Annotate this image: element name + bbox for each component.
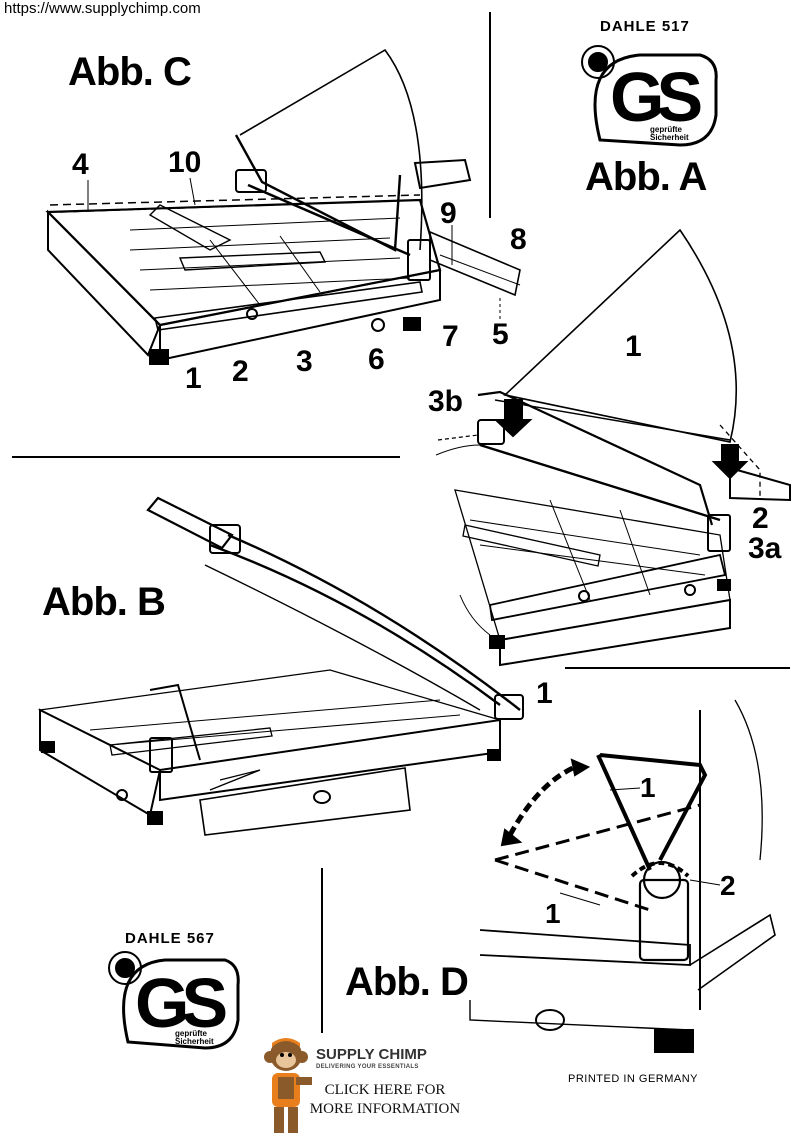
callout-c-1: 1 — [185, 362, 202, 395]
callout-a-3a: 3a — [748, 532, 782, 565]
gs-sub-line2-top: Sicherheit — [650, 133, 689, 142]
monkey-mascot-icon — [264, 1038, 312, 1133]
gs-sub-line2-bottom: Sicherheit — [175, 1037, 214, 1046]
figure-label-b: Abb. B — [42, 580, 166, 624]
model-name-567: DAHLE 567 — [125, 930, 215, 947]
printed-in-note: PRINTED IN GERMANY — [568, 1073, 699, 1085]
promo-cta-link[interactable]: CLICK HERE FOR MORE INFORMATION — [300, 1081, 470, 1119]
callout-c-10: 10 — [168, 146, 202, 179]
gs-mark-top — [581, 45, 718, 147]
callout-d-1-bottom: 1 — [545, 898, 561, 929]
promo-cta-line1: CLICK HERE FOR — [324, 1082, 446, 1098]
gs-letters-top: GS — [610, 58, 703, 136]
cutter-abb-c — [45, 48, 521, 365]
promo-brand: SUPPLY CHIMP — [316, 1046, 427, 1063]
callout-d-1-top: 1 — [640, 772, 656, 803]
promo-tagline: DELIVERING YOUR ESSENTIALS — [316, 1064, 419, 1070]
cutter-abb-b — [37, 496, 524, 836]
callout-a-3b: 3b — [428, 385, 464, 418]
callout-a-2: 2 — [752, 502, 769, 535]
callout-d-2: 2 — [720, 870, 736, 901]
gs-letters-bottom: GS — [135, 964, 228, 1042]
callout-c-3: 3 — [296, 345, 313, 378]
model-name-517: DAHLE 517 — [600, 18, 690, 35]
figure-label-a: Abb. A — [585, 155, 707, 199]
callout-a-1: 1 — [625, 330, 642, 363]
source-url[interactable]: https://www.supplychimp.com — [4, 0, 201, 17]
gs-sub-line1-top: geprüfte — [650, 125, 682, 134]
callout-c-6: 6 — [368, 343, 385, 376]
figure-label-c: Abb. C — [68, 50, 192, 94]
figure-label-d: Abb. D — [345, 960, 469, 1004]
callout-c-9: 9 — [440, 197, 457, 230]
callout-c-8: 8 — [510, 223, 527, 256]
callout-c-4: 4 — [72, 148, 89, 181]
detail-abb-d — [469, 699, 776, 1053]
promo-banner[interactable] — [256, 1033, 470, 1139]
gs-sub-line1-bottom: geprüfte — [175, 1029, 207, 1038]
promo-cta-line2: MORE INFORMATION — [309, 1101, 461, 1117]
cutter-abb-a — [435, 228, 791, 667]
callout-c-7: 7 — [442, 320, 459, 353]
callout-c-2: 2 — [232, 355, 249, 388]
callout-b-1: 1 — [536, 677, 553, 710]
gs-mark-bottom — [108, 951, 240, 1050]
callout-c-5: 5 — [492, 318, 509, 351]
